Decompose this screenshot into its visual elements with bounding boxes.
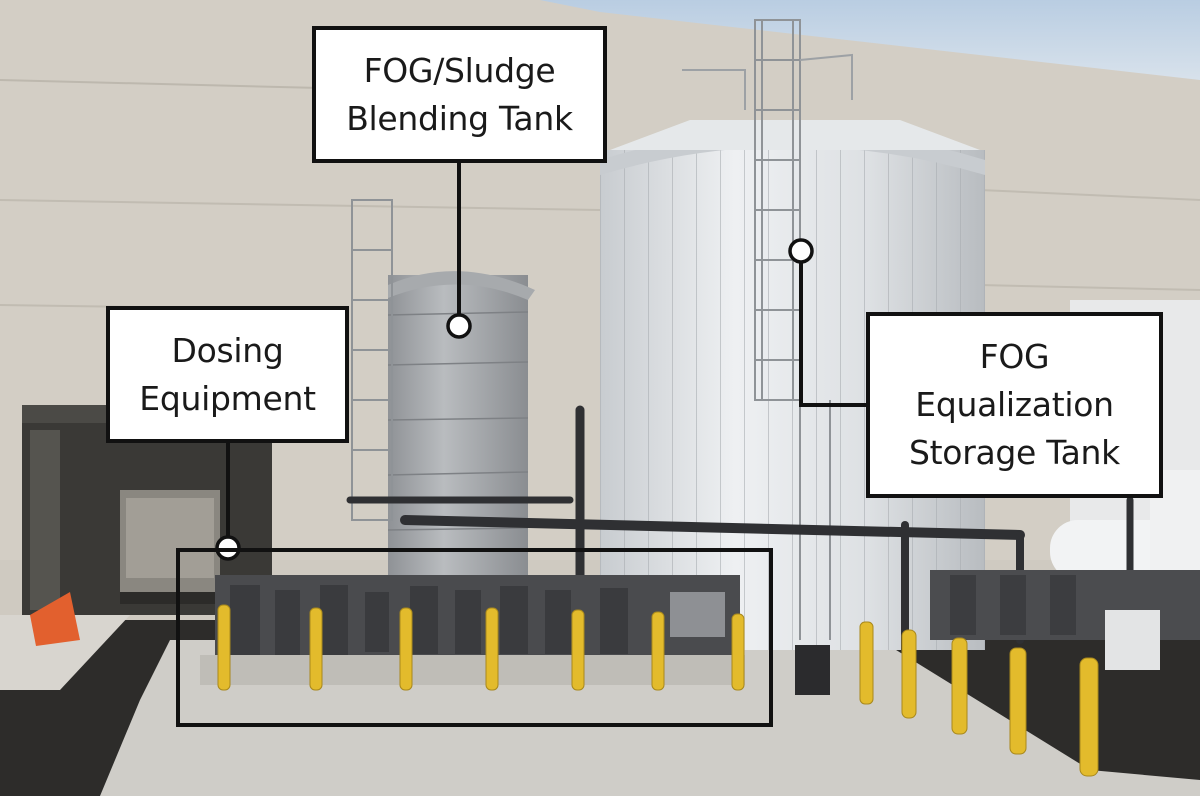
small-ladder-cage (351, 199, 393, 521)
callout-dosing-line2: Equipment (139, 378, 316, 418)
traffic-barrier (30, 592, 80, 646)
callout-fog-line3: Storage Tank (909, 433, 1120, 472)
dosing-highlight-box (176, 548, 773, 727)
callout-fog-line2: Equalization (915, 385, 1114, 424)
callout-blending-tank-line1: FOG/Sludge (363, 50, 556, 90)
right-skid (795, 570, 1200, 695)
callout-dosing-equipment: Dosing Equipment (106, 306, 349, 443)
callout-dosing-line1: Dosing (171, 330, 284, 370)
callout-fog-line1: FOG (979, 337, 1050, 376)
safety-bollards (217, 604, 1099, 777)
sidewalk (0, 615, 130, 690)
ladder-cage (754, 19, 831, 640)
callout-leaders (226, 163, 866, 548)
callout-blending-tank: FOG/Sludge Blending Tank (312, 26, 607, 163)
callout-blending-tank-line2: Blending Tank (346, 98, 573, 138)
callout-fog-storage-tank: FOG Equalization Storage Tank (866, 312, 1163, 498)
